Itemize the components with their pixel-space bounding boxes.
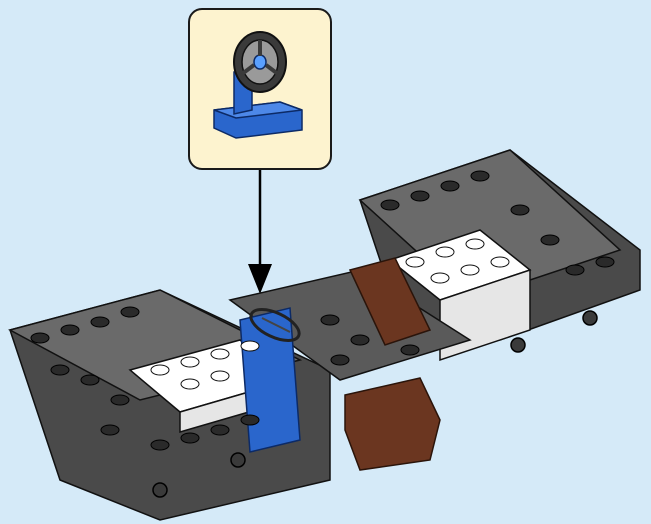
down-arrow-icon [248, 170, 272, 294]
